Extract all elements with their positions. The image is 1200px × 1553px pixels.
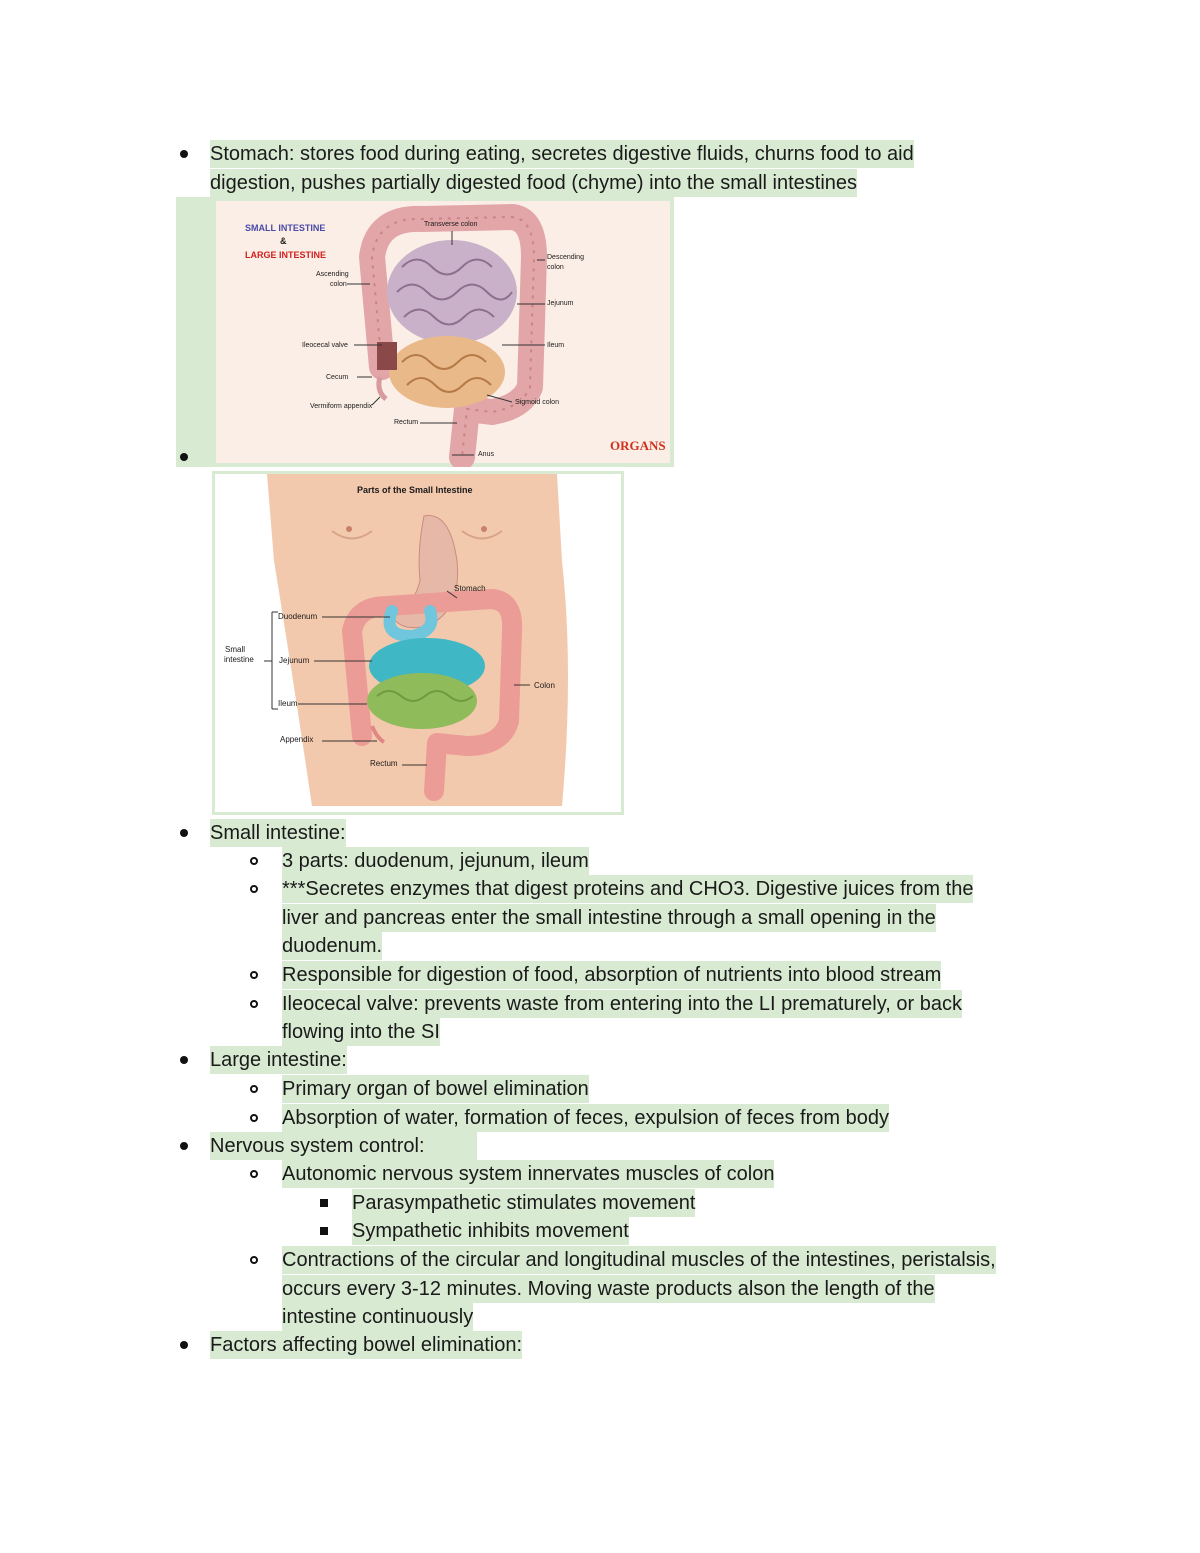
bullet-disc xyxy=(180,453,188,461)
torso-illustration xyxy=(215,474,621,812)
small-intestine-item-2-line3: duodenum. xyxy=(282,932,383,960)
bullet-disc xyxy=(180,829,188,837)
bullet-circle xyxy=(250,1256,258,1264)
bullet-circle xyxy=(250,1085,258,1093)
figure1-title-amp: & xyxy=(280,236,287,246)
bullet-circle xyxy=(250,885,258,893)
large-intestine-item-1: Primary organ of bowel elimination xyxy=(282,1075,589,1103)
figure2-title: Parts of the Small Intestine xyxy=(357,485,473,495)
small-intestine-item-2-line2: liver and pancreas enter the small intes… xyxy=(282,904,936,932)
nervous-subitem-1: Parasympathetic stimulates movement xyxy=(352,1189,696,1217)
label-ileum: Ileum xyxy=(278,699,298,708)
label-rectum: Rectum xyxy=(394,419,419,426)
label-anus: Anus xyxy=(478,451,494,458)
nervous-item-2-line1: Contractions of the circular and longitu… xyxy=(282,1246,996,1274)
large-intestine-heading: Large intestine: xyxy=(210,1046,347,1074)
bullet-disc xyxy=(180,1341,188,1349)
bullet-disc xyxy=(180,1142,188,1150)
bullet-square xyxy=(320,1227,328,1235)
bullet-circle xyxy=(250,857,258,865)
bullet-circle xyxy=(250,971,258,979)
label-rectum: Rectum xyxy=(370,759,398,768)
intestine-diagram: SMALL INTESTINE & LARGE INTESTINE Transv… xyxy=(212,197,674,467)
label-descending-colon-2: colon xyxy=(547,264,564,271)
nervous-heading: Nervous system control: xyxy=(210,1132,477,1160)
label-small-intestine-1: Small xyxy=(225,645,246,654)
nervous-item-2-line2: occurs every 3-12 minutes. Moving waste … xyxy=(282,1275,935,1303)
organs-logo: ORGANS xyxy=(610,438,666,453)
label-small-intestine-2: intestine xyxy=(224,655,254,664)
small-intestine-parts-diagram: Parts of the Small Intestine Stomach Duo… xyxy=(212,471,624,815)
label-cecum: Cecum xyxy=(326,374,349,381)
label-transverse-colon: Transverse colon xyxy=(424,221,478,228)
large-intestine-item-2: Absorption of water, formation of feces,… xyxy=(282,1104,889,1132)
nervous-item-2-line3: intestine continuously xyxy=(282,1303,474,1331)
label-jejunum: Jejunum xyxy=(279,656,310,665)
label-ascending-colon-1: Ascending xyxy=(316,271,349,278)
bullet-circle xyxy=(250,1114,258,1122)
label-jejunum: Jejunum xyxy=(547,300,574,307)
bullet-circle xyxy=(250,1000,258,1008)
stomach-text-line2: digestion, pushes partially digested foo… xyxy=(210,169,858,197)
label-ileum: Ileum xyxy=(547,342,565,349)
small-intestine-item-3: Responsible for digestion of food, absor… xyxy=(282,961,942,989)
label-stomach: Stomach xyxy=(454,584,486,593)
small-intestine-heading: Small intestine: xyxy=(210,819,346,847)
label-appendix: Appendix xyxy=(280,735,314,744)
nervous-subitem-2: Sympathetic inhibits movement xyxy=(352,1217,629,1245)
label-ascending-colon-2: colon xyxy=(330,281,347,288)
small-intestine-item-2-line1: ***Secretes enzymes that digest proteins… xyxy=(282,875,974,903)
figure1-highlight xyxy=(176,197,212,467)
label-ileocecal-valve: Ileocecal valve xyxy=(302,342,348,349)
label-sigmoid-colon: Sigmoid colon xyxy=(515,399,559,406)
small-intestine-item-4-line2: flowing into the SI xyxy=(282,1018,440,1046)
label-colon: Colon xyxy=(534,681,555,690)
figure1-title-large: LARGE INTESTINE xyxy=(245,250,327,260)
nervous-item-1: Autonomic nervous system innervates musc… xyxy=(282,1160,775,1188)
label-vermiform-appendix: Vermiform appendix xyxy=(310,403,373,410)
intestine-illustration xyxy=(216,201,670,467)
bullet-square xyxy=(320,1199,328,1207)
bullet-circle xyxy=(250,1170,258,1178)
bullet-disc xyxy=(180,150,188,158)
bullet-disc xyxy=(180,1056,188,1064)
small-intestine-item-4-line1: Ileocecal valve: prevents waste from ent… xyxy=(282,990,962,1018)
figure1-title-small: SMALL INTESTINE xyxy=(245,223,326,233)
label-descending-colon-1: Descending xyxy=(547,254,584,261)
label-duodenum: Duodenum xyxy=(278,612,318,621)
small-intestine-item-1: 3 parts: duodenum, jejunum, ileum xyxy=(282,847,589,875)
stomach-text-line1: Stomach: stores food during eating, secr… xyxy=(210,140,914,168)
factors-heading: Factors affecting bowel elimination: xyxy=(210,1331,523,1359)
